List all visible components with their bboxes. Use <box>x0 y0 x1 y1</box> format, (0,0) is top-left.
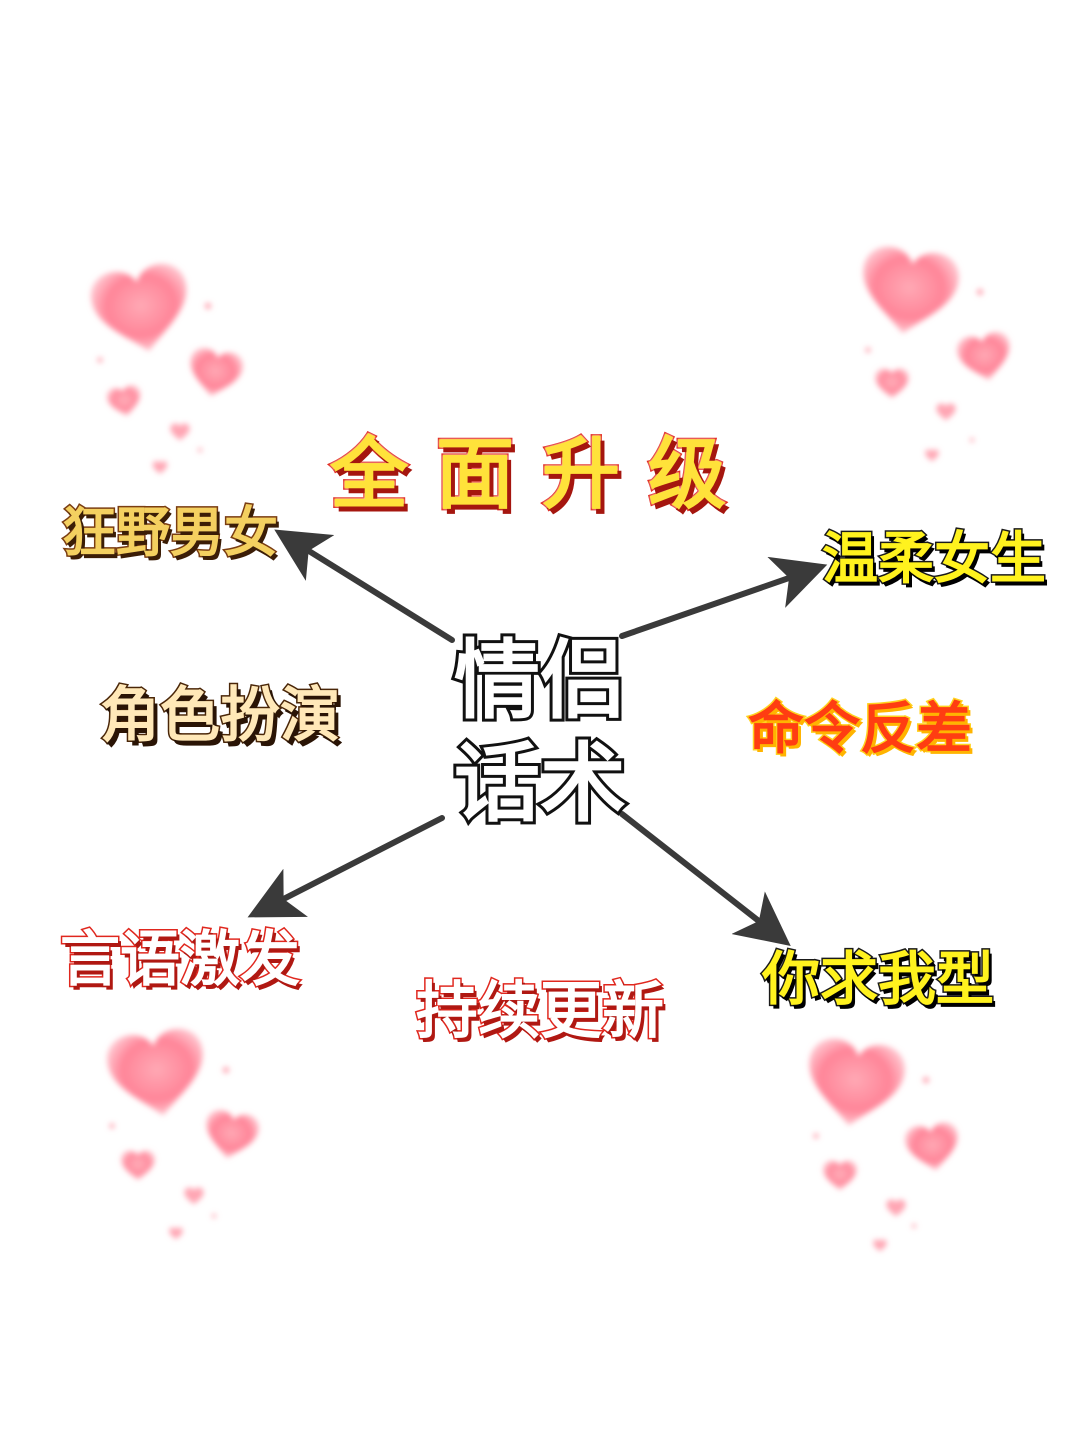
heart-icon <box>886 1199 906 1217</box>
heart-icon <box>823 1160 857 1191</box>
arrow-to-gentle <box>619 556 828 639</box>
heart-icon <box>903 1120 963 1174</box>
arrow-to-ask <box>619 811 791 946</box>
center-topic: 情侣 话术 <box>440 628 640 837</box>
arrows <box>247 529 828 946</box>
arrow-to-speech <box>247 815 445 918</box>
heart-icon <box>873 1239 887 1252</box>
heart-icon <box>936 403 956 421</box>
center-topic-line-1: 情侣 <box>451 628 629 734</box>
label-role-play: 角色扮演 <box>99 681 342 751</box>
heart-icon <box>184 1187 204 1205</box>
label-continuous-update: 持续更新 <box>414 974 665 1047</box>
branch-label-wild: 狂野男女 <box>61 501 280 564</box>
heart-cluster-bottom-left <box>103 1025 262 1240</box>
heart-icon <box>105 384 144 419</box>
label-command-contrast: 命令反差 <box>747 697 974 762</box>
center-topic-line-2: 话术 <box>451 731 629 837</box>
heart-cluster-bottom-right <box>801 1035 963 1252</box>
branch-label-speech: 言语激发 <box>59 925 302 995</box>
heart-icon <box>169 1227 183 1240</box>
heart-icon <box>801 1035 909 1133</box>
branch-label-ask: 你求我型 <box>760 945 995 1013</box>
branch-label-gentle: 温柔女生 <box>821 527 1048 592</box>
heart-icon <box>875 368 909 399</box>
heart-icon <box>185 346 246 401</box>
heart-icon <box>87 260 197 360</box>
heart-icon <box>170 423 190 441</box>
heart-icon <box>954 330 1015 385</box>
arrow-to-wild <box>274 529 455 643</box>
heart-icon <box>855 243 963 341</box>
heart-icon <box>925 449 939 462</box>
heart-icon <box>121 1150 155 1181</box>
heart-icon <box>152 461 168 474</box>
heart-cluster-top-left <box>87 260 246 474</box>
heart-cluster-top-right <box>855 243 1015 462</box>
headline-title: 全面升级 <box>328 430 755 520</box>
heart-icon <box>103 1025 211 1123</box>
heart-icon <box>201 1108 262 1163</box>
